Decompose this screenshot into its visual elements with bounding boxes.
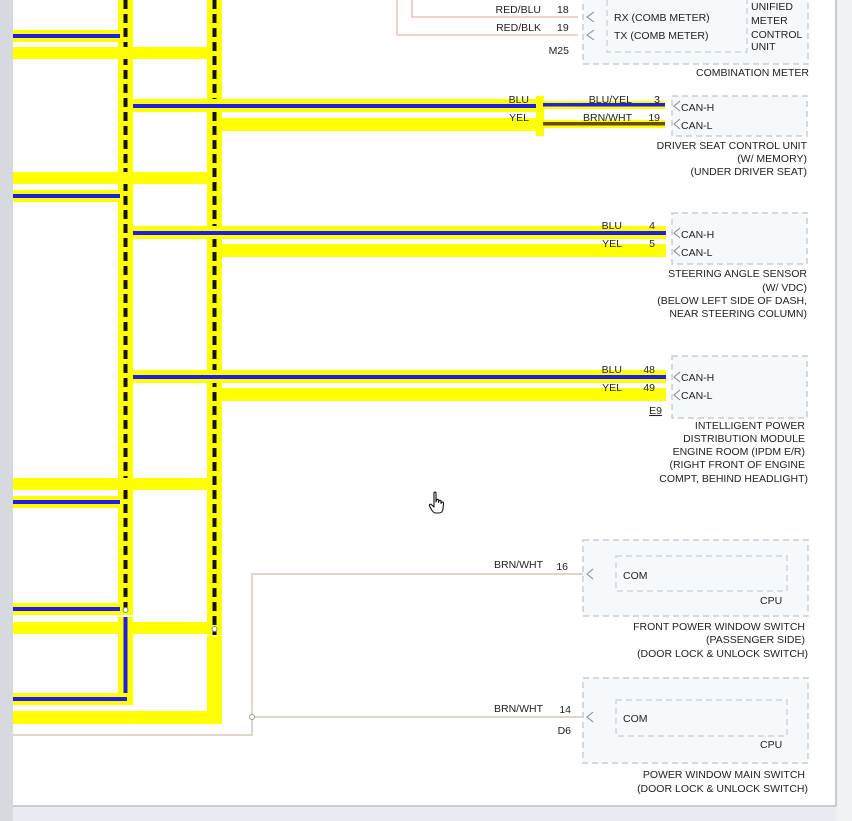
svg-text:BLU/YEL: BLU/YEL: [589, 94, 632, 106]
svg-text:DRIVER SEAT CONTROL UNIT: DRIVER SEAT CONTROL UNIT: [657, 140, 808, 152]
svg-text:3: 3: [654, 94, 660, 106]
unit-line-1: UNIFIED: [751, 1, 793, 13]
steering-sensor-box: [671, 212, 808, 265]
svg-text:4: 4: [649, 220, 655, 232]
svg-text:CAN-H: CAN-H: [681, 102, 714, 114]
meter-signal-2: TX (COMB METER): [614, 30, 709, 42]
combination-meter-box: [582, 0, 809, 65]
meter-wire-color-2: RED/BLK: [496, 22, 541, 34]
svg-text:(BELOW LEFT SIDE OF DASH,: (BELOW LEFT SIDE OF DASH,: [657, 295, 807, 307]
ipdm-group: BLU YEL 48 49 CAN-H CAN-L E9 INTELLIGENT…: [133, 355, 808, 485]
svg-text:5: 5: [649, 238, 655, 250]
svg-text:BLU: BLU: [602, 364, 622, 376]
svg-text:DISTRIBUTION MODULE: DISTRIBUTION MODULE: [683, 433, 805, 445]
svg-text:16: 16: [556, 561, 568, 573]
driver-seat-box: [671, 95, 808, 137]
meter-wire-pink-2: [396, 0, 578, 36]
svg-text:(UNDER DRIVER SEAT): (UNDER DRIVER SEAT): [691, 166, 807, 178]
main-window-cpu-box: [615, 699, 788, 737]
main-window-switch-group: BRN/WHT 14 D6 COM CPU POWER WINDOW MAIN …: [494, 677, 809, 795]
svg-text:(W/ VDC): (W/ VDC): [762, 282, 807, 294]
svg-text:YEL: YEL: [509, 112, 529, 124]
front-window-switch-box: [582, 539, 809, 617]
unit-line-2: METER: [751, 15, 788, 27]
main-window-connector: D6: [558, 725, 572, 737]
svg-text:ENGINE ROOM (IPDM E/R): ENGINE ROOM (IPDM E/R): [673, 446, 805, 458]
meter-pin-2: 19: [557, 22, 569, 34]
svg-text:CAN-L: CAN-L: [681, 120, 713, 132]
right-scroll-gutter: [837, 0, 852, 821]
meter-wire-pink-1: [411, 0, 578, 18]
svg-text:BRN/WHT: BRN/WHT: [494, 703, 544, 715]
svg-text:NEAR STEERING COLUMN): NEAR STEERING COLUMN): [669, 308, 807, 320]
ipdm-connector: E9: [649, 405, 662, 417]
meter-connector: M25: [549, 45, 570, 57]
trunk-col-high-yellow: [118, 0, 133, 615]
front-window-cpu-box: [615, 555, 788, 592]
svg-text:CAN-H: CAN-H: [681, 372, 714, 384]
svg-text:(DOOR LOCK & UNLOCK SWITCH): (DOOR LOCK & UNLOCK SWITCH): [637, 648, 808, 660]
svg-text:CPU: CPU: [760, 595, 782, 607]
steering-sensor-group: BLU YEL 4 5 CAN-H CAN-L STEERING ANGLE S…: [133, 212, 808, 320]
svg-text:(PASSENGER SIDE): (PASSENGER SIDE): [706, 634, 805, 646]
svg-text:19: 19: [648, 112, 660, 124]
svg-text:STEERING ANGLE SENSOR: STEERING ANGLE SENSOR: [668, 268, 807, 280]
svg-text:(W/ MEMORY): (W/ MEMORY): [737, 153, 807, 165]
svg-text:YEL: YEL: [602, 382, 622, 394]
combination-meter-group: RED/BLU 18 RX (COMB METER) RED/BLK 19 TX…: [396, 0, 809, 79]
svg-text:BRN/WHT: BRN/WHT: [494, 559, 544, 571]
svg-text:(DOOR LOCK & UNLOCK SWITCH): (DOOR LOCK & UNLOCK SWITCH): [637, 783, 808, 795]
hand-pointer-cursor-icon: [428, 491, 445, 514]
svg-text:COM: COM: [623, 570, 648, 582]
trunk-col-low-yellow: [207, 0, 222, 635]
svg-text:BRN/WHT: BRN/WHT: [583, 112, 633, 124]
svg-text:(RIGHT FRONT OF ENGINE: (RIGHT FRONT OF ENGINE: [669, 459, 805, 471]
svg-text:POWER WINDOW MAIN SWITCH: POWER WINDOW MAIN SWITCH: [643, 769, 805, 781]
svg-text:BLU: BLU: [602, 220, 622, 232]
unified-meter-inner-box: [606, 0, 748, 53]
svg-text:CPU: CPU: [760, 739, 782, 751]
svg-text:CAN-L: CAN-L: [681, 390, 713, 402]
meter-pin-1: 18: [557, 4, 569, 16]
unit-line-3: CONTROL: [751, 29, 802, 41]
svg-text:FRONT POWER WINDOW SWITCH: FRONT POWER WINDOW SWITCH: [633, 621, 805, 633]
svg-text:BLU: BLU: [509, 94, 529, 106]
door-lock-wiring: [13, 573, 583, 736]
svg-text:14: 14: [559, 704, 571, 716]
meter-wire-color-1: RED/BLU: [495, 4, 541, 16]
svg-text:48: 48: [643, 364, 655, 376]
svg-text:CAN-L: CAN-L: [681, 247, 713, 259]
svg-text:49: 49: [643, 382, 655, 394]
meter-name: COMBINATION METER: [696, 67, 809, 79]
meter-signal-1: RX (COMB METER): [614, 12, 710, 24]
unit-line-4: UNIT: [751, 41, 776, 53]
main-window-switch-box: [582, 677, 809, 764]
svg-text:YEL: YEL: [602, 238, 622, 250]
svg-text:COM: COM: [623, 713, 648, 725]
svg-text:CAN-H: CAN-H: [681, 229, 714, 241]
svg-text:INTELLIGENT POWER: INTELLIGENT POWER: [695, 420, 805, 432]
left-continuation-wires: [13, 30, 222, 724]
front-window-switch-group: BRN/WHT 16 COM CPU FRONT POWER WINDOW SW…: [494, 539, 809, 660]
svg-text:COMPT, BEHIND HEADLIGHT): COMPT, BEHIND HEADLIGHT): [659, 473, 808, 485]
driver-seat-group: BLU YEL BLU/YEL BRN/WHT 3 19 CAN-H CAN-L…: [133, 94, 808, 178]
left-scroll-gutter: [0, 0, 13, 821]
ipdm-box: [671, 355, 808, 419]
